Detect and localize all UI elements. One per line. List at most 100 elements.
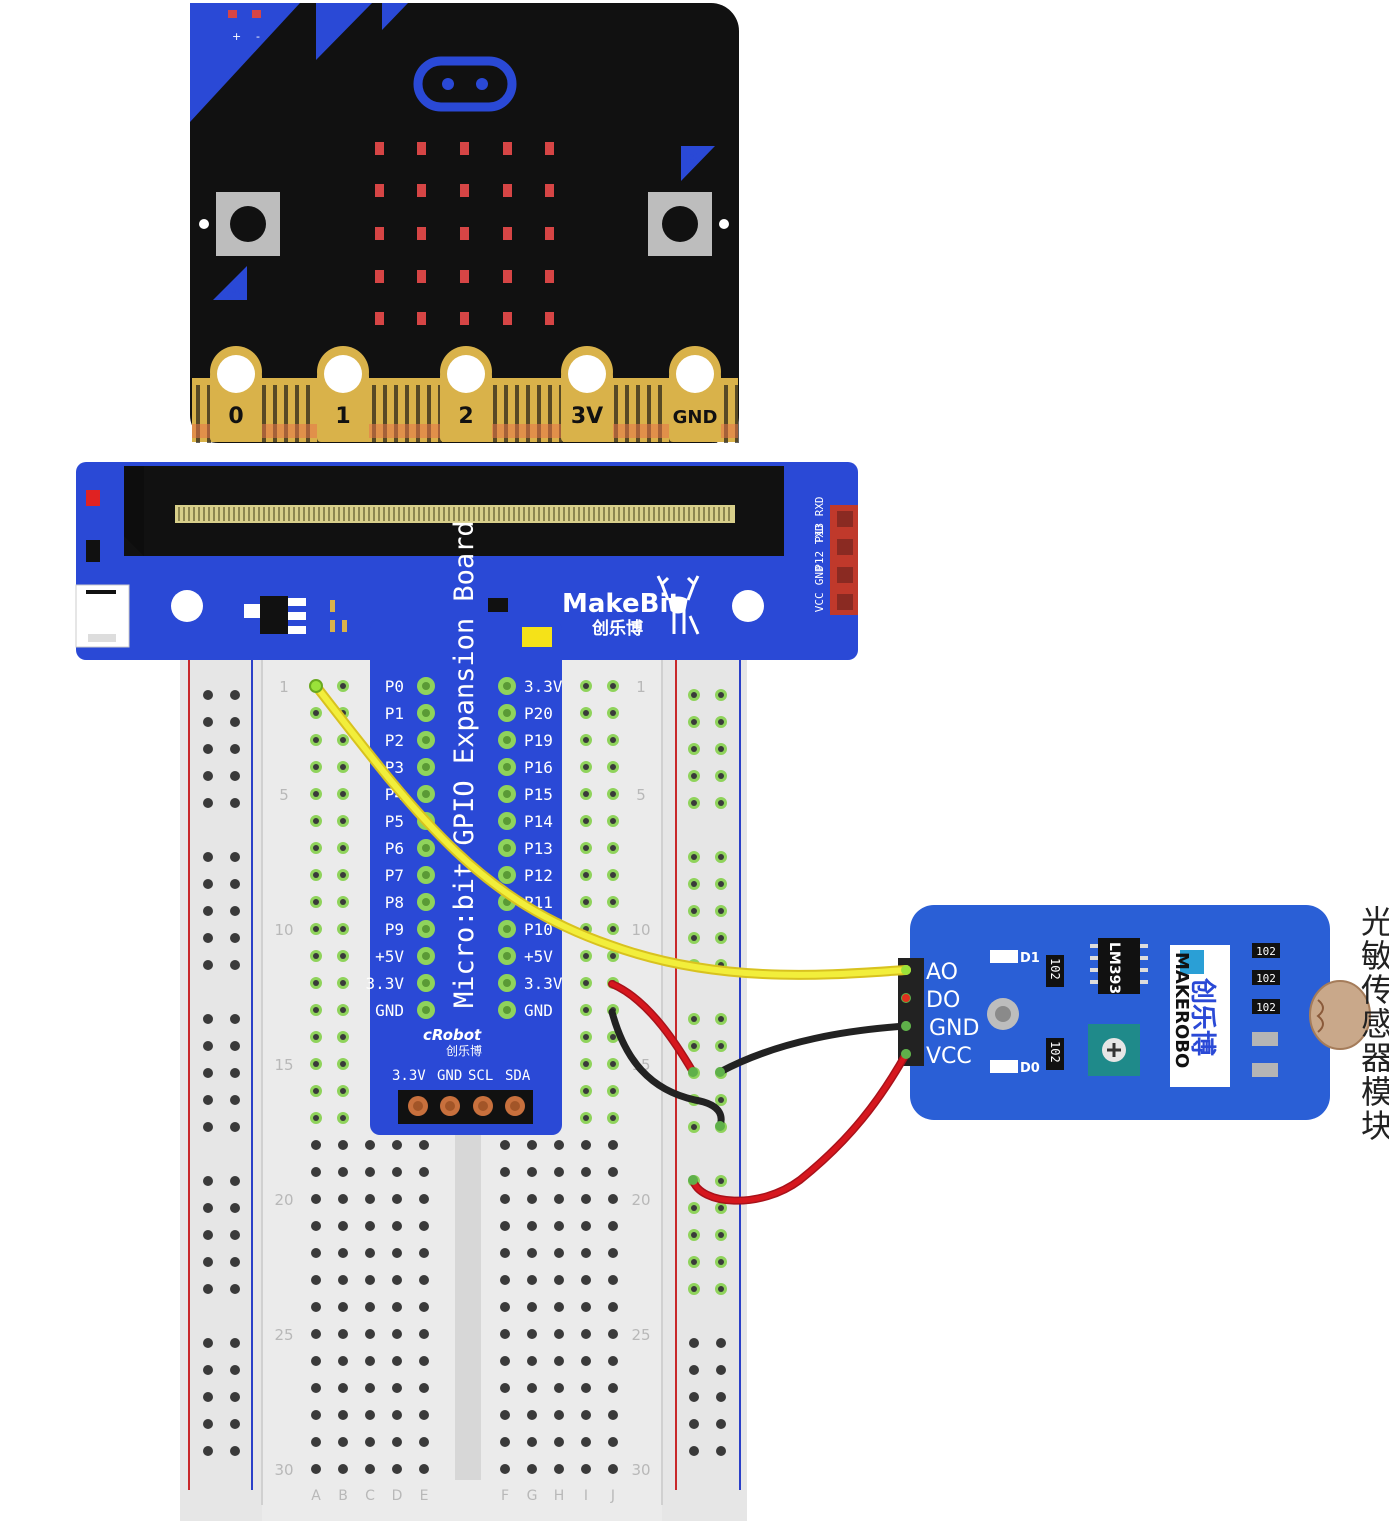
breadboard-hole[interactable] bbox=[230, 717, 240, 727]
breadboard-hole[interactable] bbox=[392, 1356, 402, 1366]
breadboard-hole[interactable] bbox=[419, 1464, 429, 1474]
breadboard-hole[interactable] bbox=[527, 1221, 537, 1231]
breadboard-hole[interactable] bbox=[338, 1383, 348, 1393]
breadboard-hole[interactable] bbox=[311, 1329, 321, 1339]
breadboard-hole[interactable] bbox=[230, 1041, 240, 1051]
breadboard-hole[interactable] bbox=[203, 1446, 213, 1456]
breadboard-hole[interactable] bbox=[365, 1329, 375, 1339]
breadboard-hole[interactable] bbox=[203, 1284, 213, 1294]
breadboard-hole[interactable] bbox=[419, 1329, 429, 1339]
breadboard-hole[interactable] bbox=[500, 1194, 510, 1204]
breadboard-hole[interactable] bbox=[581, 1167, 591, 1177]
serial-pin[interactable] bbox=[837, 511, 853, 527]
breadboard-hole[interactable] bbox=[392, 1194, 402, 1204]
breadboard-hole[interactable] bbox=[230, 933, 240, 943]
breadboard-hole[interactable] bbox=[311, 1221, 321, 1231]
breadboard-hole[interactable] bbox=[581, 1140, 591, 1150]
breadboard-hole[interactable] bbox=[527, 1383, 537, 1393]
breadboard-hole[interactable] bbox=[608, 1383, 618, 1393]
breadboard-hole[interactable] bbox=[581, 1194, 591, 1204]
breadboard-hole[interactable] bbox=[365, 1464, 375, 1474]
breadboard-hole[interactable] bbox=[365, 1140, 375, 1150]
button-a[interactable]: A bbox=[199, 192, 280, 302]
breadboard-hole[interactable] bbox=[554, 1140, 564, 1150]
breadboard-hole[interactable] bbox=[230, 1257, 240, 1267]
breadboard-hole[interactable] bbox=[230, 771, 240, 781]
breadboard-hole[interactable] bbox=[392, 1221, 402, 1231]
breadboard-hole[interactable] bbox=[392, 1410, 402, 1420]
breadboard-hole[interactable] bbox=[338, 1275, 348, 1285]
breadboard-hole[interactable] bbox=[392, 1275, 402, 1285]
breadboard-hole[interactable] bbox=[203, 1122, 213, 1132]
breadboard-hole[interactable] bbox=[419, 1167, 429, 1177]
breadboard-hole[interactable] bbox=[689, 1365, 699, 1375]
breadboard-hole[interactable] bbox=[311, 1302, 321, 1312]
breadboard-hole[interactable] bbox=[608, 1140, 618, 1150]
breadboard-hole[interactable] bbox=[689, 1338, 699, 1348]
breadboard-hole[interactable] bbox=[527, 1248, 537, 1258]
breadboard-hole[interactable] bbox=[203, 1041, 213, 1051]
breadboard-hole[interactable] bbox=[338, 1194, 348, 1204]
breadboard-hole[interactable] bbox=[419, 1221, 429, 1231]
breadboard-hole[interactable] bbox=[527, 1329, 537, 1339]
breadboard-hole[interactable] bbox=[311, 1248, 321, 1258]
breadboard-hole[interactable] bbox=[419, 1383, 429, 1393]
breadboard-hole[interactable] bbox=[392, 1248, 402, 1258]
breadboard-hole[interactable] bbox=[365, 1383, 375, 1393]
breadboard-hole[interactable] bbox=[554, 1464, 564, 1474]
breadboard-hole[interactable] bbox=[230, 1446, 240, 1456]
breadboard-hole[interactable] bbox=[203, 1257, 213, 1267]
breadboard-hole[interactable] bbox=[338, 1248, 348, 1258]
breadboard-hole[interactable] bbox=[230, 1419, 240, 1429]
breadboard-hole[interactable] bbox=[500, 1302, 510, 1312]
breadboard-hole[interactable] bbox=[554, 1167, 564, 1177]
breadboard-hole[interactable] bbox=[581, 1221, 591, 1231]
breadboard-hole[interactable] bbox=[608, 1167, 618, 1177]
breadboard-hole[interactable] bbox=[203, 879, 213, 889]
breadboard-hole[interactable] bbox=[230, 1392, 240, 1402]
breadboard-hole[interactable] bbox=[311, 1410, 321, 1420]
breadboard-hole[interactable] bbox=[581, 1275, 591, 1285]
breadboard-hole[interactable] bbox=[527, 1194, 537, 1204]
serial-pin[interactable] bbox=[837, 539, 853, 555]
breadboard-hole[interactable] bbox=[608, 1302, 618, 1312]
breadboard-hole[interactable] bbox=[689, 1392, 699, 1402]
breadboard-hole[interactable] bbox=[338, 1140, 348, 1150]
breadboard-hole[interactable] bbox=[716, 1446, 726, 1456]
breadboard-hole[interactable] bbox=[500, 1167, 510, 1177]
breadboard-hole[interactable] bbox=[581, 1464, 591, 1474]
breadboard-hole[interactable] bbox=[230, 690, 240, 700]
breadboard-hole[interactable] bbox=[392, 1437, 402, 1447]
breadboard-hole[interactable] bbox=[311, 1275, 321, 1285]
breadboard-hole[interactable] bbox=[608, 1194, 618, 1204]
breadboard-hole[interactable] bbox=[311, 1356, 321, 1366]
breadboard-hole[interactable] bbox=[365, 1248, 375, 1258]
breadboard-hole[interactable] bbox=[338, 1410, 348, 1420]
breadboard-hole[interactable] bbox=[203, 717, 213, 727]
breadboard-hole[interactable] bbox=[392, 1383, 402, 1393]
breadboard-hole[interactable] bbox=[338, 1221, 348, 1231]
breadboard-hole[interactable] bbox=[554, 1302, 564, 1312]
breadboard-hole[interactable] bbox=[338, 1464, 348, 1474]
breadboard-hole[interactable] bbox=[581, 1329, 591, 1339]
breadboard-hole[interactable] bbox=[230, 1122, 240, 1132]
breadboard-hole[interactable] bbox=[689, 1419, 699, 1429]
breadboard-hole[interactable] bbox=[203, 1365, 213, 1375]
breadboard-hole[interactable] bbox=[419, 1356, 429, 1366]
breadboard-hole[interactable] bbox=[500, 1140, 510, 1150]
breadboard-hole[interactable] bbox=[419, 1437, 429, 1447]
breadboard-hole[interactable] bbox=[500, 1248, 510, 1258]
breadboard-hole[interactable] bbox=[203, 1419, 213, 1429]
breadboard-hole[interactable] bbox=[365, 1356, 375, 1366]
breadboard-hole[interactable] bbox=[230, 744, 240, 754]
breadboard-hole[interactable] bbox=[419, 1302, 429, 1312]
breadboard-hole[interactable] bbox=[230, 1176, 240, 1186]
breadboard-hole[interactable] bbox=[608, 1464, 618, 1474]
breadboard-hole[interactable] bbox=[230, 1014, 240, 1024]
breadboard-hole[interactable] bbox=[500, 1275, 510, 1285]
breadboard-hole[interactable] bbox=[419, 1275, 429, 1285]
breadboard-hole[interactable] bbox=[203, 1338, 213, 1348]
breadboard-hole[interactable] bbox=[392, 1464, 402, 1474]
breadboard-hole[interactable] bbox=[419, 1194, 429, 1204]
breadboard-hole[interactable] bbox=[392, 1302, 402, 1312]
